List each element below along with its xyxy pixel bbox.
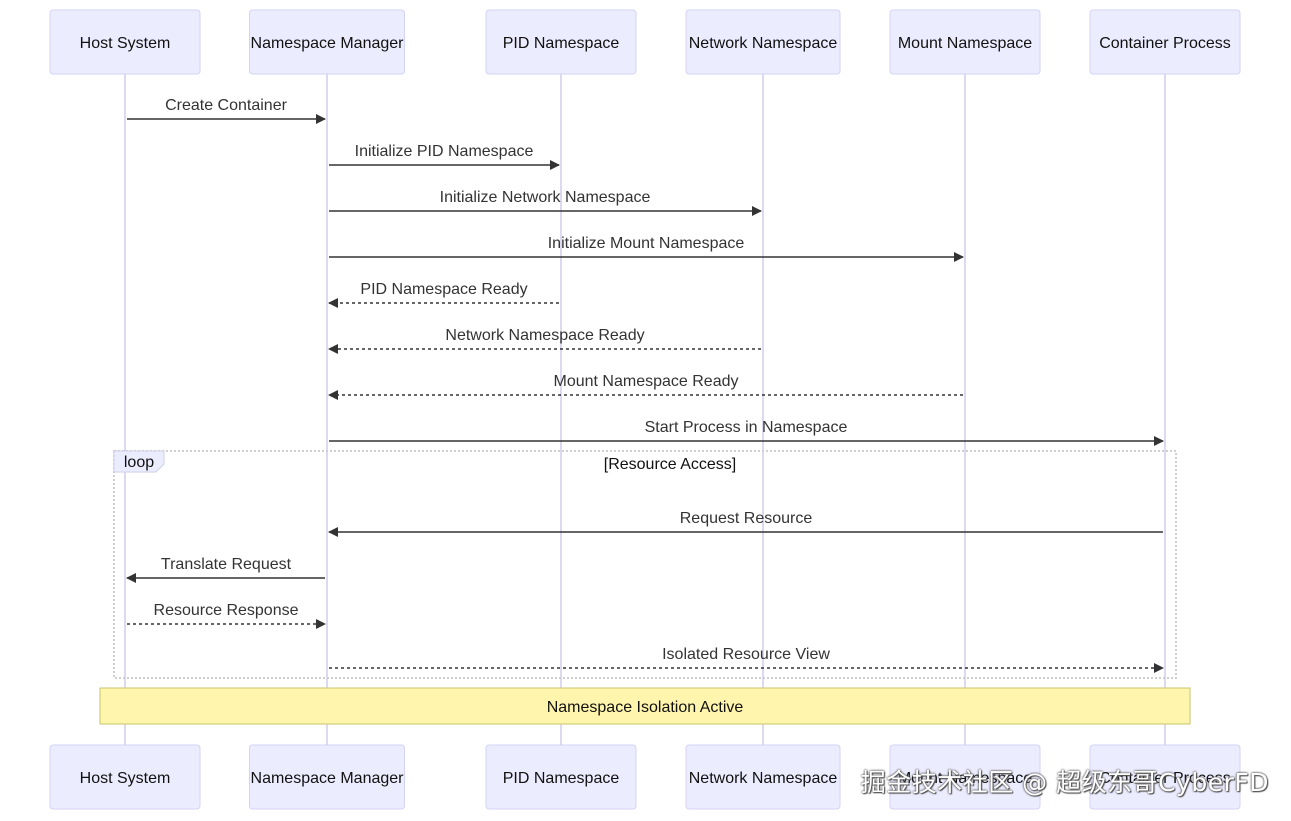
actor-pid-bottom: PID Namespace [485, 744, 637, 810]
actor-mnt-bottom: Mount Namespace [889, 744, 1041, 810]
actors-bottom: Host System Namespace Manager PID Namespac… [49, 744, 1241, 810]
actor-label: Container Process [1099, 35, 1231, 52]
message-label: Mount Namespace Ready [554, 373, 739, 390]
actor-host-bottom: Host System [49, 744, 201, 810]
message-2: Initialize PID Namespace [329, 143, 560, 170]
message-label: Resource Response [154, 602, 299, 619]
loop-keyword: loop [124, 454, 154, 471]
message-label: Create Container [165, 97, 288, 114]
actor-box [685, 9, 841, 75]
actor-label: Mount Namespace [898, 35, 1032, 52]
note-text: Namespace Isolation Active [547, 699, 744, 716]
message-1: Create Container [127, 97, 326, 124]
actor-box [485, 744, 637, 810]
actor-nsm-bottom: Namespace Manager [249, 744, 405, 810]
actor-label: Host System [80, 770, 171, 787]
actor-box [249, 744, 405, 810]
message-label: Request Resource [680, 510, 813, 527]
actor-label: Host System [80, 35, 171, 52]
note: Namespace Isolation Active [99, 687, 1191, 725]
actor-box [485, 9, 637, 75]
actor-net-top: Network Namespace [685, 9, 841, 75]
message-label: Translate Request [161, 556, 292, 573]
lifelines [124, 74, 1166, 745]
actor-label: Container Process [1099, 770, 1231, 787]
actor-label: Network Namespace [689, 35, 838, 52]
actor-proc-bottom: Container Process [1089, 744, 1241, 810]
actor-host-top: Host System [49, 9, 201, 75]
watermark-text: 掘金技术社区 @ 超级东哥CyberFD [860, 768, 1269, 797]
message-11: Resource Response [127, 602, 326, 629]
message-label: Network Namespace Ready [445, 327, 644, 344]
actor-mnt-top: Mount Namespace [889, 9, 1041, 75]
actor-label: Namespace Manager [251, 770, 405, 787]
message-label: Isolated Resource View [662, 646, 830, 663]
actor-label: PID Namespace [503, 770, 620, 787]
message-label: Initialize Mount Namespace [548, 235, 745, 252]
message-label: PID Namespace Ready [360, 281, 527, 298]
actor-box [889, 9, 1041, 75]
loop-frame [113, 450, 1177, 679]
message-10: Translate Request [126, 556, 325, 583]
message-label: Initialize Network Namespace [440, 189, 651, 206]
actor-label: Namespace Manager [251, 35, 405, 52]
actor-label: Mount Namespace [898, 770, 1032, 787]
message-4: Initialize Mount Namespace [329, 235, 964, 262]
loop-tab [113, 450, 165, 473]
actor-box [1089, 744, 1241, 810]
actor-box [889, 744, 1041, 810]
message-7: Mount Namespace Ready [328, 373, 963, 400]
actor-label: PID Namespace [503, 35, 620, 52]
message-9: Request Resource [328, 510, 1163, 537]
actor-label: Network Namespace [689, 770, 838, 787]
actor-box [49, 9, 201, 75]
loop-condition: [Resource Access] [604, 456, 737, 473]
actor-box [1089, 9, 1241, 75]
note-box [99, 687, 1191, 725]
actors-top: Host System Namespace Manager PID Namespac… [49, 9, 1241, 75]
message-label: Initialize PID Namespace [355, 143, 534, 160]
message-5: PID Namespace Ready [328, 281, 559, 308]
message-6: Network Namespace Ready [328, 327, 761, 354]
message-12: Isolated Resource View [329, 646, 1164, 673]
actor-net-bottom: Network Namespace [685, 744, 841, 810]
message-8: Start Process in Namespace [329, 419, 1164, 446]
actor-nsm-top: Namespace Manager [249, 9, 405, 75]
actor-box [249, 9, 405, 75]
actor-box [49, 744, 201, 810]
loop-block: loop [Resource Access] [113, 450, 1177, 679]
message-3: Initialize Network Namespace [329, 189, 762, 216]
actor-box [685, 744, 841, 810]
actor-pid-top: PID Namespace [485, 9, 637, 75]
actor-proc-top: Container Process [1089, 9, 1241, 75]
message-label: Start Process in Namespace [645, 419, 848, 436]
